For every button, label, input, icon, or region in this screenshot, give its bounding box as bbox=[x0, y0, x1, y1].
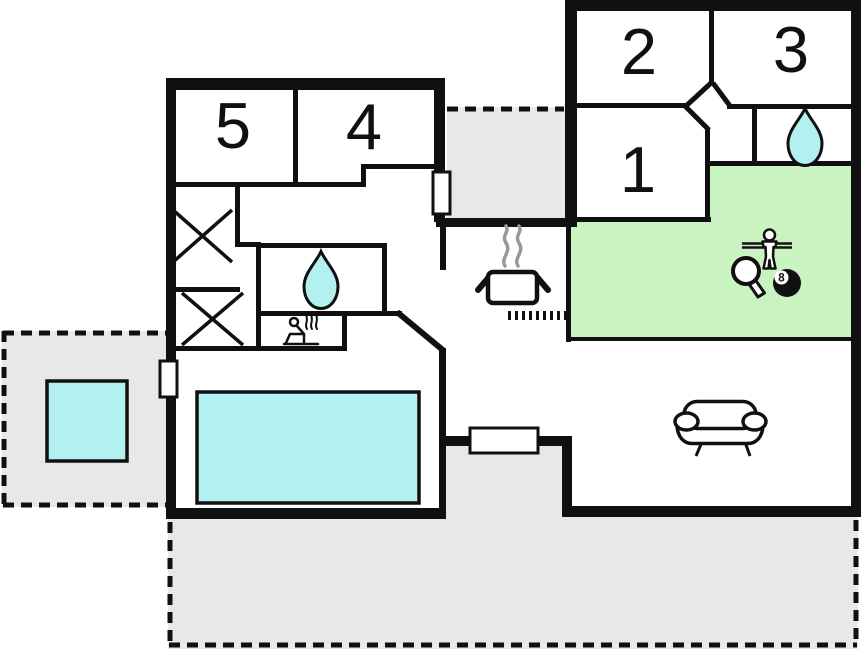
room-label-3: 3 bbox=[773, 13, 809, 86]
wall-segment bbox=[235, 242, 261, 247]
room-label-4: 4 bbox=[346, 90, 382, 163]
wall-segment bbox=[256, 242, 261, 351]
activity-icons: 8 bbox=[731, 228, 801, 299]
sofa-icon bbox=[673, 399, 768, 457]
wall-diagonal bbox=[684, 81, 713, 108]
stove-pot-icon bbox=[485, 269, 540, 306]
wall-segment bbox=[170, 287, 240, 292]
wall-segment bbox=[166, 78, 176, 519]
bathroom-icons bbox=[302, 104, 824, 311]
sauna-icon bbox=[282, 314, 320, 346]
wall-segment bbox=[256, 311, 402, 316]
sauna-steam bbox=[315, 314, 318, 330]
wall-segment bbox=[361, 164, 445, 169]
billiard-8-ball-number: 8 bbox=[778, 273, 785, 285]
terrace-dashed-boundaries bbox=[1, 106, 859, 648]
billiard-8-ball-circle bbox=[774, 270, 789, 285]
wall-segment bbox=[170, 346, 347, 351]
water-drop-icon bbox=[786, 104, 824, 168]
wall-segment bbox=[342, 311, 347, 351]
wall-diagonal bbox=[395, 309, 446, 354]
wall-segment bbox=[434, 88, 445, 172]
terrace-bottom bbox=[168, 442, 858, 649]
wall-segment bbox=[565, 0, 577, 227]
wall-segment bbox=[752, 107, 757, 166]
sauna-steam bbox=[310, 314, 313, 330]
wall-segment bbox=[705, 128, 710, 222]
wall-segment bbox=[566, 221, 571, 342]
wall-segment bbox=[436, 218, 574, 227]
door-pool-terrace bbox=[158, 359, 179, 399]
wall-segment bbox=[566, 337, 853, 341]
wall-segment bbox=[440, 227, 446, 270]
wall-segment bbox=[709, 5, 714, 85]
sofa-armrest bbox=[673, 411, 700, 432]
foosball-player-head bbox=[762, 228, 777, 242]
room-labels: 5 4 2 3 1 bbox=[215, 13, 809, 206]
steam-icon bbox=[515, 224, 523, 268]
room-label-1: 1 bbox=[620, 133, 656, 206]
wall-segment bbox=[293, 88, 298, 187]
door-corridor bbox=[431, 170, 452, 216]
sauna-person-head bbox=[288, 316, 300, 328]
wall-segment bbox=[562, 436, 572, 517]
wall-segment bbox=[361, 164, 366, 187]
wall-segment bbox=[727, 104, 853, 109]
wall-segment bbox=[441, 436, 470, 446]
wall-diagonal bbox=[683, 104, 711, 132]
sauna-person-body bbox=[284, 324, 306, 345]
wall-segment bbox=[562, 506, 861, 517]
wall-segment bbox=[577, 103, 689, 108]
doors bbox=[158, 170, 540, 455]
sauna-steam bbox=[305, 314, 308, 330]
wall-segment bbox=[382, 243, 387, 316]
steam-icon bbox=[502, 224, 510, 268]
wall-segment bbox=[166, 78, 445, 90]
kitchen-icons bbox=[475, 224, 568, 320]
hot-tub bbox=[45, 379, 129, 463]
room-label-5: 5 bbox=[215, 89, 251, 162]
wall-segment bbox=[851, 0, 861, 517]
wardrobe-cross-icon bbox=[171, 208, 234, 264]
wall-segment bbox=[235, 182, 240, 247]
sofa-armrest bbox=[741, 411, 768, 432]
swimming-pool bbox=[195, 390, 421, 505]
wall-segment bbox=[705, 161, 853, 166]
water-drop-icon bbox=[302, 247, 340, 311]
wall-segment bbox=[256, 243, 387, 248]
wall-segment bbox=[574, 217, 711, 222]
interior-walls bbox=[170, 5, 853, 519]
wall-segment bbox=[166, 508, 446, 519]
wall-segment bbox=[439, 348, 446, 519]
wardrobes bbox=[171, 208, 245, 347]
terrace-corridor bbox=[447, 107, 567, 220]
wall-segment bbox=[538, 436, 572, 446]
door-living-terrace bbox=[468, 426, 540, 455]
room-label-2: 2 bbox=[621, 15, 657, 88]
table-tennis-paddle-icon bbox=[731, 256, 761, 286]
foosball-player-icon bbox=[761, 240, 778, 270]
wall-diagonal bbox=[710, 81, 733, 108]
wardrobe-cross-icon bbox=[180, 291, 245, 347]
wall-segment bbox=[170, 182, 366, 187]
